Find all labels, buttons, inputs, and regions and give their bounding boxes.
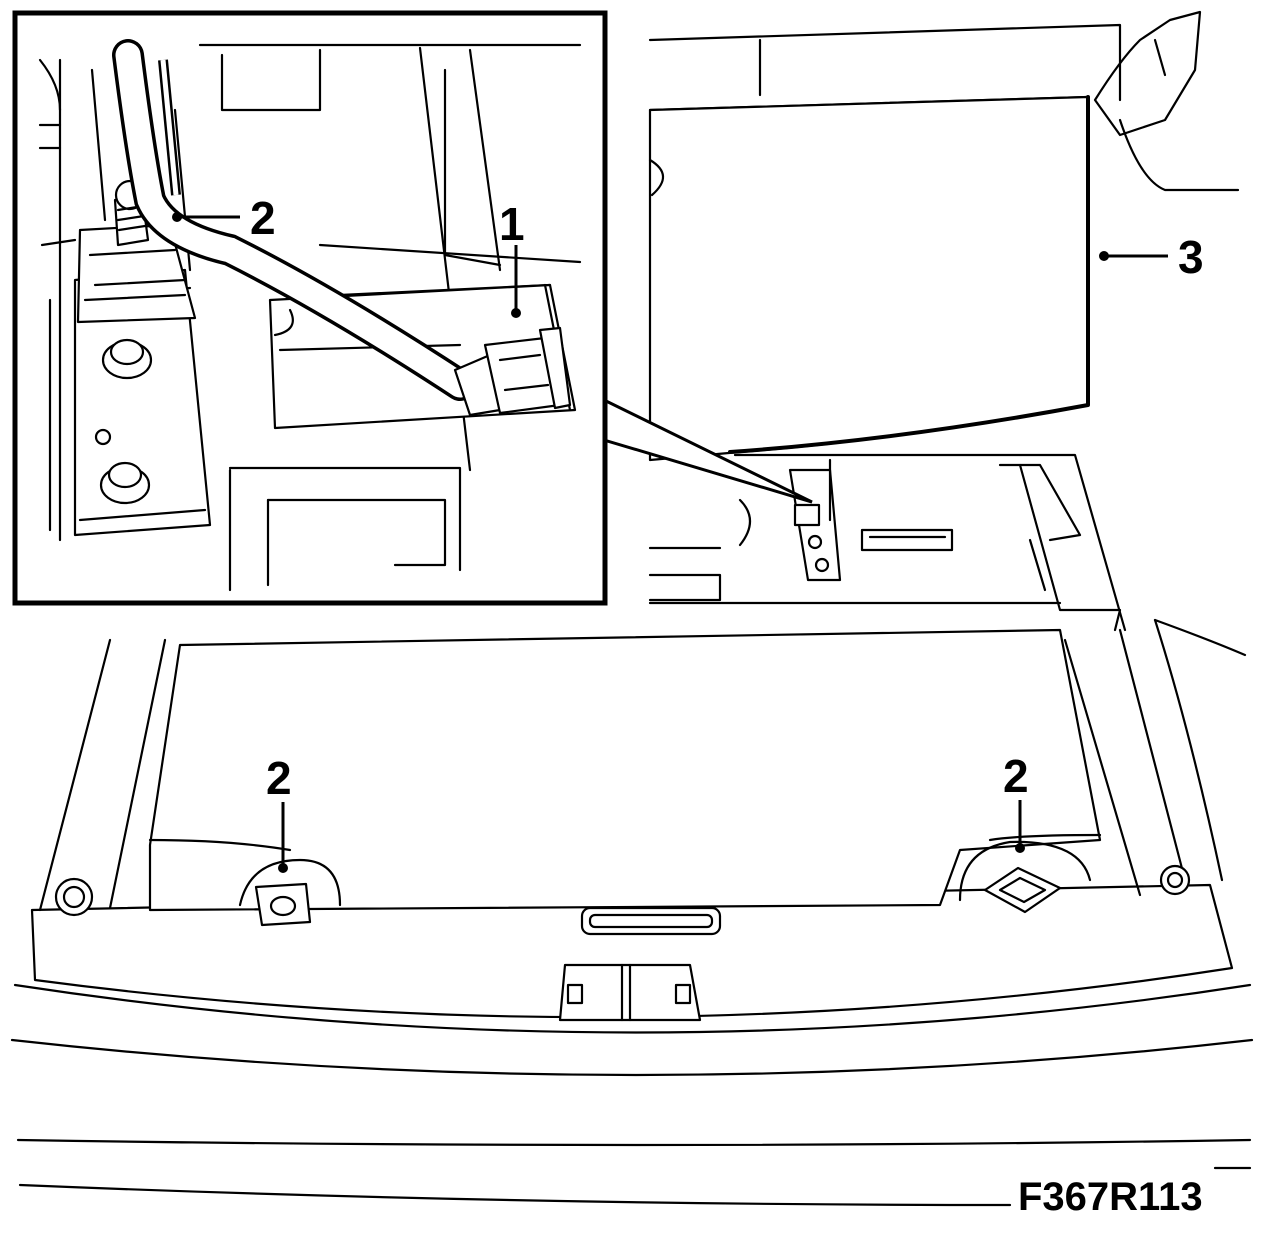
harness-connector — [453, 326, 572, 417]
callout-2-left: 2 — [266, 752, 292, 804]
floor-fastener-left — [54, 877, 312, 927]
callout-2-left-group: 2 — [266, 752, 292, 873]
latch-striker — [558, 963, 702, 1022]
callout-2-right-group: 2 — [1003, 750, 1029, 853]
callout-3-group: 3 — [1099, 231, 1204, 283]
floor-fastener-right — [983, 864, 1191, 914]
callout-2-right: 2 — [1003, 750, 1029, 802]
wiring-harness — [112, 39, 476, 401]
callout-2-inset-group: 2 — [172, 192, 276, 244]
trunk-scene — [10, 10, 1254, 1207]
rear-seat-panel — [648, 10, 1240, 462]
callout-1-group: 1 — [499, 198, 525, 318]
callout-1: 1 — [499, 198, 525, 250]
bumper-lines — [10, 983, 1254, 1207]
floor-mat — [148, 628, 1102, 936]
trunk-sill — [30, 618, 1247, 1019]
callout-3: 3 — [1178, 231, 1204, 283]
callout-2-inset: 2 — [250, 192, 276, 244]
detail-inset — [12, 10, 813, 606]
figure-id: F367R113 — [1018, 1175, 1203, 1219]
cargo-floor-rear — [648, 453, 1127, 632]
